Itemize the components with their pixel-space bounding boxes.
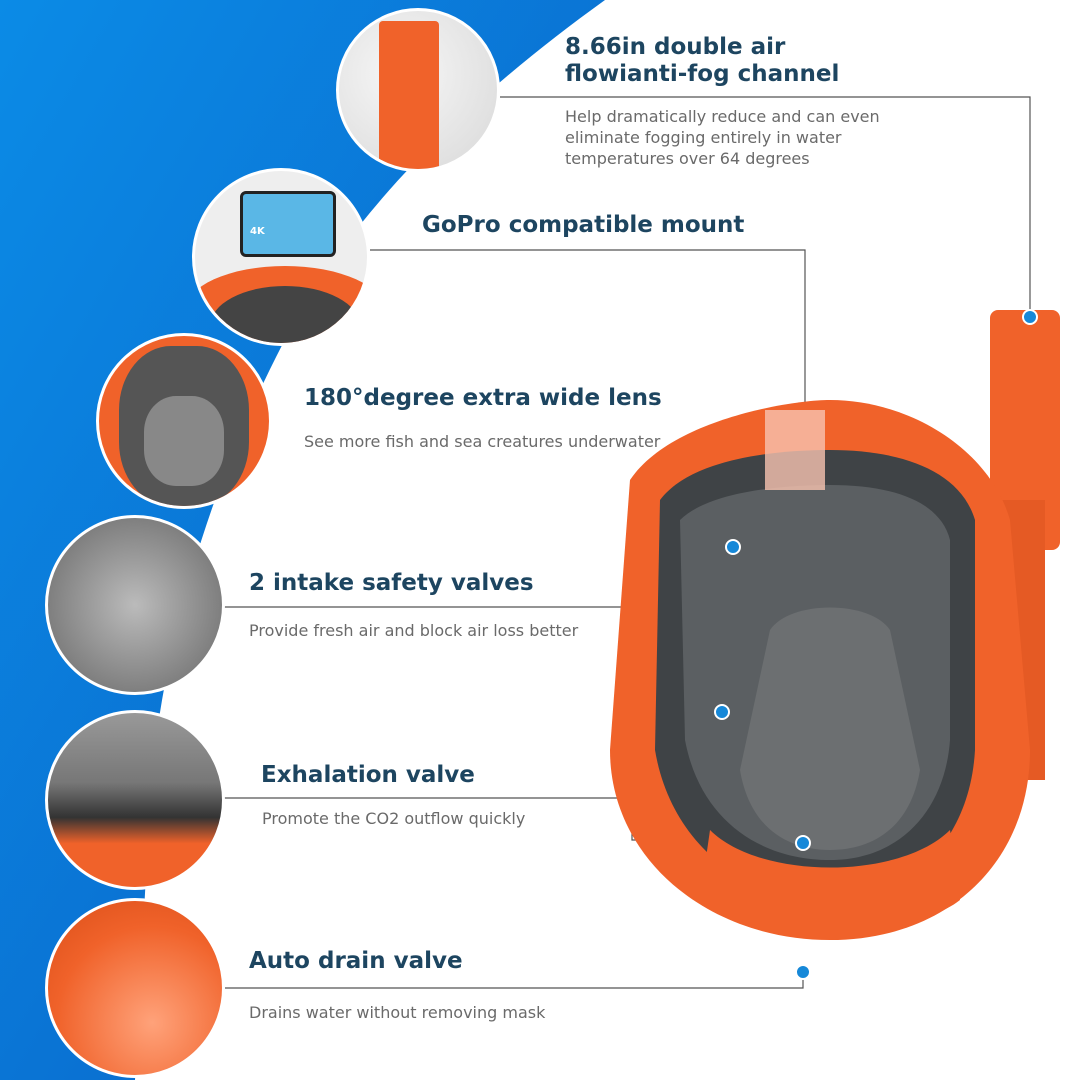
camera-label: 4K	[250, 226, 265, 237]
feature-intake-description: Provide fresh air and block air loss bet…	[249, 621, 579, 640]
wide-lens-photo	[96, 333, 272, 509]
title-line-1: 8.66in double air	[565, 34, 786, 60]
snorkel-mask-image	[610, 309, 1060, 940]
feature-exhalation-description: Promote the CO2 outflow quickly	[262, 809, 526, 828]
feature-gopro-title: GoPro compatible mount	[422, 212, 745, 238]
callout-dots	[714, 309, 1038, 851]
feature-drain-description: Drains water without removing mask	[249, 1003, 546, 1022]
exhalation-valve-photo	[45, 710, 225, 890]
drain-valve-photo	[45, 898, 225, 1078]
feature-intake-title: 2 intake safety valves	[249, 570, 534, 596]
intake-valve-photo	[45, 515, 225, 695]
gopro-mount-photo: 4K	[192, 168, 370, 346]
antifog-channel-photo	[336, 8, 500, 172]
title-line-2: flowianti-fog channel	[565, 61, 840, 87]
feature-lens-title: 180°degree extra wide lens	[304, 385, 662, 411]
feature-exhalation-title: Exhalation valve	[261, 762, 475, 788]
feature-antifog-description: Help dramatically reduce and can even el…	[565, 107, 880, 168]
feature-drain-title: Auto drain valve	[249, 948, 463, 974]
feature-antifog-title: 8.66in double air flowianti-fog channel	[565, 34, 839, 88]
feature-lens-description: See more fish and sea creatures underwat…	[304, 432, 661, 451]
